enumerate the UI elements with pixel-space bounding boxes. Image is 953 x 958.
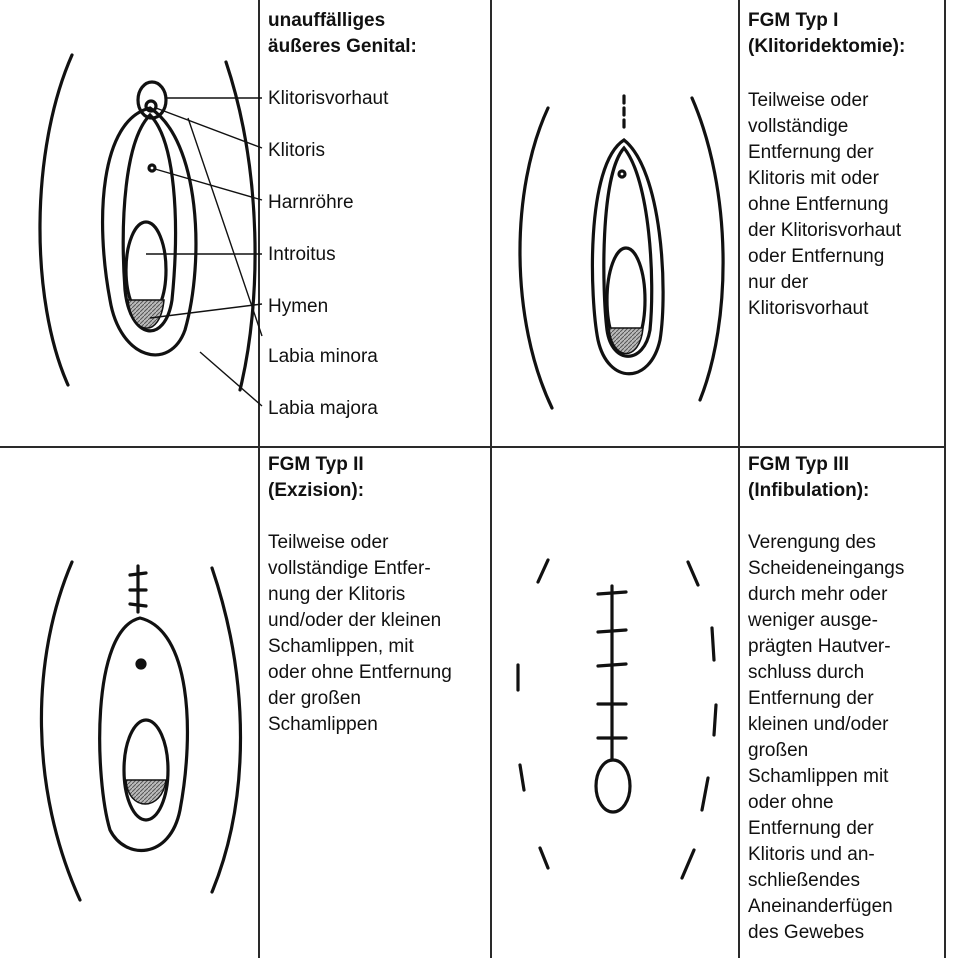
type3-dash-right-5 (682, 850, 694, 878)
type3-scar-tick-3 (598, 664, 626, 666)
type3-dash-right-1 (688, 562, 698, 585)
type3-dash-right-2 (712, 628, 714, 660)
type3-dash-left-1 (538, 560, 548, 582)
type3-heading: FGM Typ III (Infibulation): (748, 452, 869, 504)
type3-scar-tick-1 (598, 592, 626, 594)
type3-remaining-opening (596, 760, 630, 812)
type3-dash-right-3 (714, 705, 716, 735)
type3-dash-left-4 (540, 848, 548, 868)
type3-scar-tick-2 (598, 630, 626, 632)
type3-description: Verengung des Scheideneingangs durch meh… (748, 530, 904, 946)
type3-dash-left-3 (520, 765, 524, 790)
type3-dash-right-4 (702, 778, 708, 810)
